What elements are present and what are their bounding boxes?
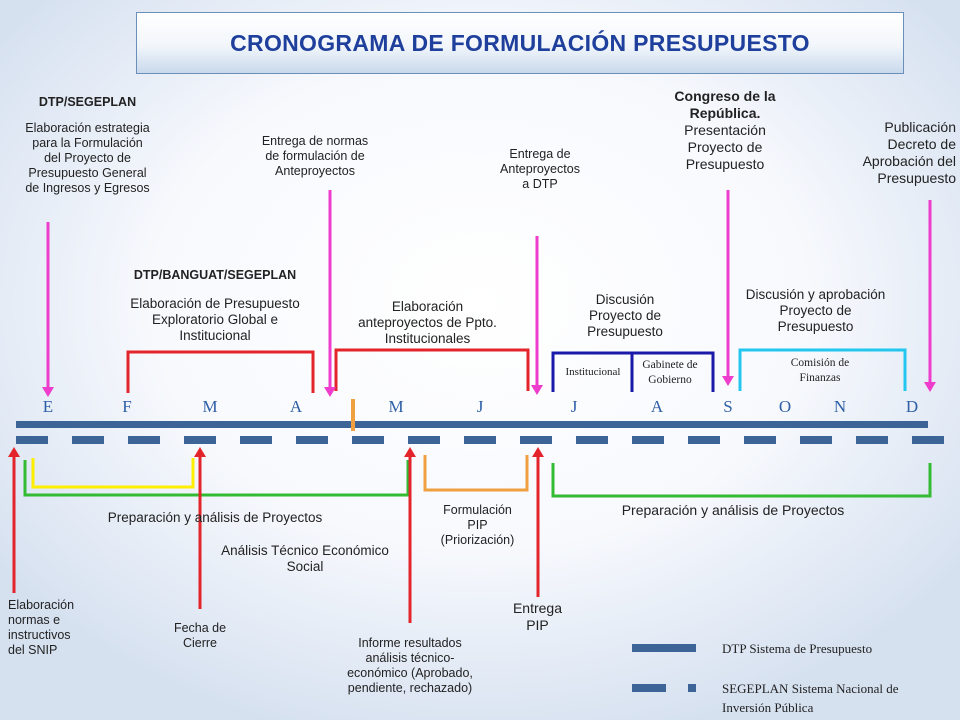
entrega-pip-label: Entrega PIP [512,600,563,633]
month-label: E [42,397,54,416]
bracket-formulacion [423,455,529,492]
month-label: F [122,397,132,416]
elaboracion-normas-label: Elaboración normas e instructivos del SN… [8,598,75,657]
timeline-dash [296,436,328,444]
discusion-label: Discusión Proyecto de Presupuesto [587,292,663,339]
prep-analisis-2-label: Preparación y análisis de Proyectos [621,502,845,518]
month-label: N [833,397,847,416]
timeline-dash [408,436,440,444]
month-label: A [650,397,664,416]
page-title: CRONOGRAMA DE FORMULACIÓN PRESUPUESTO [230,29,810,56]
timeline-dash [520,436,552,444]
current-date-marker [351,399,355,431]
timeline-dash [912,436,944,444]
arrow-entrega-pip-head [532,447,544,457]
discusion-aprobacion-label: Discusión y aprobación Proyecto de Presu… [745,287,886,334]
month-label: J [476,397,484,416]
informe-label: Informe resultados análisis técnico- eco… [347,636,473,695]
entrega-anteproyectos-label: Entrega de Anteproyectos a DTP [500,147,580,191]
bracket-exploratorio [126,350,315,393]
anteproyectos-label: Elaboración anteproyectos de Ppto. Insti… [358,299,497,346]
gabinete-label: Gabinete de Gobierno [642,359,698,386]
prep-analisis-1-label: Preparación y análisis de Proyectos [107,510,323,525]
legend-dtp-label: DTP Sistema de Presupuesto [722,641,873,656]
timeline-dash [16,436,48,444]
publicacion-label: Publicación Decreto de Aprobación del Pr… [862,119,956,186]
timeline-dash [184,436,216,444]
institucional-label: Institucional [565,366,621,378]
dtp-segeplan-heading: DTP/SEGEPLAN [38,95,137,109]
arrow-congreso-head [722,376,734,386]
arrow-fecha-cierre-head [194,447,206,457]
timeline-dash [352,436,384,444]
month-label: S [723,397,733,416]
legend-segeplan-swatch-long [632,684,666,692]
timeline-dash [128,436,160,444]
bracket-comision [738,348,907,391]
arrow-entrega-normas-head [324,387,336,397]
month-label: O [778,397,792,416]
timeline-dash [688,436,720,444]
arrow-elaboracion-normas-head [8,447,20,457]
timeline-dash [240,436,272,444]
arrow-publicacion-head [924,382,936,392]
month-label: D [905,397,919,416]
analisis-tecnico-label: Análisis Técnico Económico Social [221,543,389,574]
arrow-entrega-anteproyectos-head [531,385,543,395]
banguat-text: Elaboración de Presupuesto Exploratorio … [130,296,300,343]
timeline-dash [800,436,832,444]
banguat-heading: DTP/BANGUAT/SEGEPLAN [133,268,297,282]
timeline-dash [576,436,608,444]
timeline-dash [856,436,888,444]
month-label: A [289,397,303,416]
legend-dtp-swatch [632,644,696,652]
timeline-bar [16,421,928,428]
timeline-dash [72,436,104,444]
bracket-prep-yellow [31,458,195,489]
month-label: M [388,397,404,416]
bracket-prep-1 [23,460,410,497]
title-banner: CRONOGRAMA DE FORMULACIÓN PRESUPUESTO [136,12,904,74]
bracket-anteproyectos [334,348,530,391]
legend-segeplan-label: SEGEPLAN Sistema Nacional de Inversión P… [722,681,899,715]
legend-segeplan-swatch-short [688,684,696,692]
arrow-estrategia-head [42,387,54,397]
bracket-prep-2 [551,463,932,498]
dtp-segeplan-text: Elaboración estrategia para la Formulaci… [25,121,150,195]
timeline-dash [464,436,496,444]
arrow-informe-head [404,447,416,457]
month-label: M [202,397,218,416]
formulacion-pip-label: Formulación PIP (Priorización) [440,503,515,547]
month-label: J [570,397,578,416]
congreso-label: Congreso de la República. Presentación P… [674,88,776,172]
timeline-dash [744,436,776,444]
comision-label: Comisión de Finanzas [790,357,850,384]
fecha-cierre-label: Fecha de Cierre [173,621,227,650]
timeline-dash [632,436,664,444]
entrega-normas-label: Entrega de normas de formulación de Ante… [261,134,369,178]
